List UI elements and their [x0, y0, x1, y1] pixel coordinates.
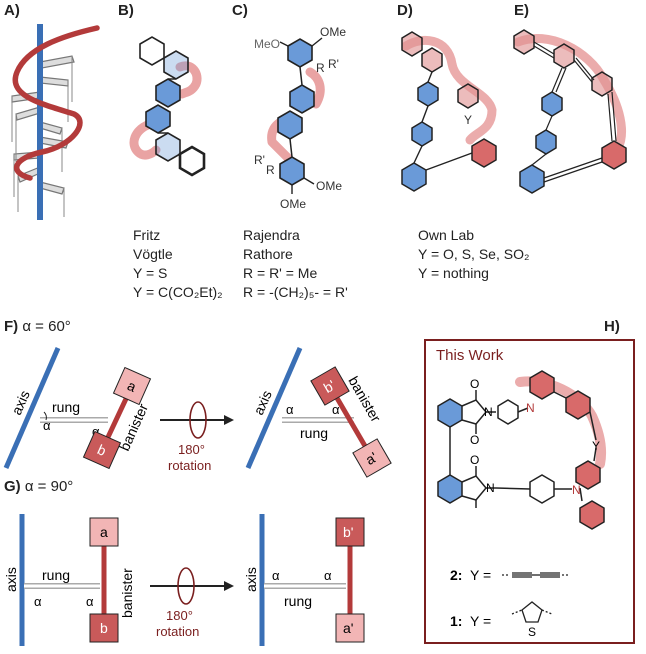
panel-g-diagram: axis rung α α a b banister 180° rotation… — [3, 514, 365, 646]
panel-c-caption: Rajendra Rathore R = R' = Me R = -(CH₂)₅… — [243, 226, 348, 302]
panel-f-letter: F) — [4, 318, 19, 335]
g-box-b-left: b — [100, 620, 108, 636]
f-axis-right — [245, 347, 303, 469]
f-alpha-right-1: α — [286, 402, 294, 417]
caption-d-line3: Y = nothing — [418, 265, 489, 281]
g-axis-label-right: axis — [243, 567, 259, 592]
c-ome-top: OMe — [320, 25, 346, 39]
h-atom-n2: N — [486, 481, 495, 495]
panel-f-angle: α = 60° — [22, 318, 71, 335]
g-rotation-text: rotation — [156, 624, 199, 639]
g-rung-label-right: rung — [284, 593, 312, 609]
c-r-top: R — [316, 61, 325, 75]
panel-label-f: F) α = 60° — [4, 318, 71, 335]
panel-label-d: D) — [397, 2, 413, 19]
caption-c-line4: R = -(CH₂)₅- = R' — [243, 284, 348, 300]
c-rp-top: R' — [328, 57, 339, 71]
panel-label-g: G) α = 90° — [4, 478, 73, 495]
caption-c-line2: Rathore — [243, 246, 293, 262]
g-banister-label-left: banister — [119, 568, 135, 618]
caption-d-line1: Own Lab — [418, 227, 475, 243]
this-work-title: This Work — [436, 347, 504, 364]
f-alpha-right-2: α — [332, 402, 340, 417]
h-atom-o1: O — [470, 377, 479, 391]
caption-c-line3: R = R' = Me — [243, 265, 318, 281]
f-rung-label-right: rung — [300, 425, 328, 441]
c-r-bot: R — [266, 163, 275, 177]
legend-1-num: 1: — [450, 613, 462, 629]
caption-d-line2: Y = O, S, Se, SO₂ — [418, 246, 530, 262]
legend-2-num: 2: — [450, 567, 462, 583]
panel-label-a: A) — [4, 2, 20, 19]
h-atom-y: Y — [592, 439, 600, 453]
c-rp-bot: R' — [254, 153, 265, 167]
g-box-a-left: a — [100, 524, 108, 540]
f-rotation-text: rotation — [168, 458, 211, 473]
legend-1-text: Y = — [470, 613, 491, 629]
f-axis-left — [3, 347, 61, 469]
caption-b-line1: Fritz — [133, 227, 161, 243]
legend-2-text: Y = — [470, 567, 491, 583]
c-ome-bot1: OMe — [316, 179, 342, 193]
panel-f-diagram: axis rung α α a b banister 180° rotation… — [3, 347, 392, 478]
panel-c-molecule: OMe MeO R R' R' R OMe OMe — [254, 25, 346, 211]
f-rotation-deg: 180° — [178, 442, 205, 457]
g-box-ap-right: a' — [343, 620, 353, 636]
g-alpha-right-2: α — [324, 568, 332, 583]
panel-label-h: H) — [604, 318, 620, 335]
g-alpha-left-1: α — [34, 594, 42, 609]
h-atom-o2: O — [470, 433, 479, 447]
panel-b-caption: Fritz Vögtle Y = S Y = C(CO₂Et)₂ — [133, 226, 223, 302]
panel-e-molecule — [513, 29, 627, 194]
panel-label-e: E) — [514, 2, 529, 19]
c-ome-bot2: OMe — [280, 197, 306, 211]
caption-b-line2: Vögtle — [133, 246, 173, 262]
panel-d-molecule: Y — [401, 31, 497, 192]
panel-label-b: B) — [118, 2, 134, 19]
panel-g-angle: α = 90° — [24, 478, 74, 495]
g-box-bp-right: b' — [343, 524, 353, 540]
g-rotation-deg: 180° — [166, 608, 193, 623]
h-atom-o3: O — [470, 453, 479, 467]
g-rung-label-left: rung — [42, 567, 70, 583]
panel-label-c: C) — [232, 2, 248, 19]
c-meo-top: MeO — [254, 37, 280, 51]
staircase-illustration — [11, 24, 100, 220]
panel-d-caption: Own Lab Y = O, S, Se, SO₂ Y = nothing — [418, 226, 529, 283]
f-alpha-left-1: α — [43, 418, 51, 433]
g-axis-label-left: axis — [3, 567, 19, 592]
this-work-box: This Work — [424, 339, 635, 644]
caption-b-line4: Y = C(CO₂Et)₂ — [133, 284, 223, 300]
panel-h-molecule: O O O N N N N Y — [437, 370, 606, 530]
panel-b-molecule — [129, 36, 206, 177]
panel-g-letter: G) — [4, 478, 21, 495]
f-rung-label-left: rung — [52, 399, 80, 415]
panel-d-y-label: Y — [464, 113, 472, 127]
g-alpha-right-1: α — [272, 568, 280, 583]
h-atom-n3: N — [526, 401, 535, 415]
h-atom-n1: N — [484, 405, 493, 419]
panel-h-legend: 2: Y = 1: Y = S — [450, 567, 570, 639]
caption-b-line3: Y = S — [133, 265, 168, 281]
legend-1-atom: S — [528, 625, 536, 639]
caption-c-line1: Rajendra — [243, 227, 300, 243]
g-alpha-left-2: α — [86, 594, 94, 609]
h-atom-n4: N — [572, 483, 581, 497]
